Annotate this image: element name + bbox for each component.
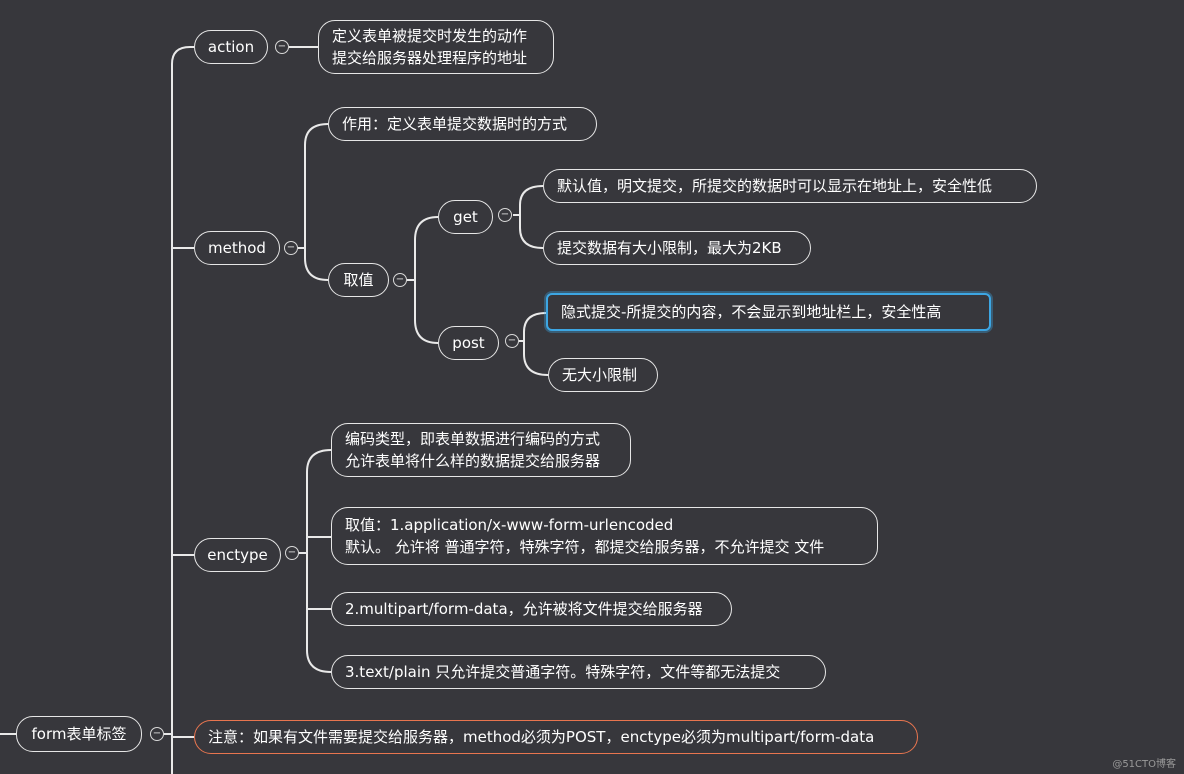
root-label: form表单标签 (31, 725, 127, 743)
post-collapse-icon[interactable]: − (505, 334, 519, 348)
link-trunk-action (171, 46, 194, 65)
enctype-desc-line: 编码类型，即表单数据进行编码的方式 (345, 430, 601, 448)
watermark: @51CTO博客 (1112, 759, 1176, 770)
post-item-implicit[interactable]: 隐式提交-所提交的内容，不会显示到地址栏上，安全性高 (546, 293, 991, 331)
post-item-text: 无大小限制 (562, 366, 638, 384)
note-text: 注意：如果有文件需要提交给服务器，method必须为POST，enctype必须… (208, 728, 875, 746)
get-node[interactable]: get (438, 200, 493, 234)
enctype-value1-line: 默认。 允许将 普通字符，特殊字符，都提交给服务器，不允许提交 文件 (345, 538, 825, 556)
action-description[interactable]: 定义表单被提交时发生的动作 提交给服务器处理程序的地址 (318, 20, 554, 74)
method-node[interactable]: method (194, 231, 280, 265)
note-node[interactable]: 注意：如果有文件需要提交给服务器，method必须为POST，enctype必须… (194, 720, 918, 754)
root-collapse-icon[interactable]: − (150, 727, 164, 741)
method-purpose[interactable]: 作用：定义表单提交数据时的方式 (328, 107, 597, 141)
method-values-label: 取值 (343, 271, 374, 289)
action-collapse-icon[interactable]: − (275, 40, 289, 54)
post-label: post (452, 334, 485, 352)
post-item-text: 隐式提交-所提交的内容，不会显示到地址栏上，安全性高 (561, 303, 942, 321)
enctype-desc-line: 允许表单将什么样的数据提交给服务器 (345, 452, 601, 470)
link-post-branch (523, 312, 549, 376)
get-collapse-icon[interactable]: − (498, 208, 512, 222)
action-desc-line: 提交给服务器处理程序的地址 (332, 49, 528, 67)
method-label: method (208, 239, 266, 257)
enctype-description[interactable]: 编码类型，即表单数据进行编码的方式 允许表单将什么样的数据提交给服务器 (331, 423, 631, 477)
action-desc-line: 定义表单被提交时发生的动作 (332, 27, 528, 45)
link-enctype-branch (306, 449, 332, 673)
get-item-default[interactable]: 默认值，明文提交，所提交的数据时可以显示在地址上，安全性低 (543, 169, 1037, 203)
get-item-text: 默认值，明文提交，所提交的数据时可以显示在地址上，安全性低 (557, 177, 993, 195)
enctype-collapse-icon[interactable]: − (285, 546, 299, 560)
method-collapse-icon[interactable]: − (284, 241, 298, 255)
post-item-unlimited[interactable]: 无大小限制 (548, 358, 658, 392)
action-label: action (207, 38, 255, 56)
enctype-value2-text: 2.multipart/form-data，允许被将文件提交给服务器 (345, 600, 703, 618)
root-node[interactable]: form表单标签 (16, 716, 142, 752)
link-get-branch (519, 185, 544, 249)
enctype-value-urlencoded[interactable]: 取值：1.application/x-www-form-urlencoded 默… (331, 507, 878, 565)
link-values-branch (414, 216, 439, 344)
enctype-value-multipart[interactable]: 2.multipart/form-data，允许被将文件提交给服务器 (331, 592, 732, 626)
method-values-node[interactable]: 取值 (328, 263, 389, 297)
enctype-label: enctype (207, 546, 268, 564)
post-node[interactable]: post (438, 326, 499, 360)
get-label: get (453, 208, 478, 226)
method-purpose-text: 作用：定义表单提交数据时的方式 (342, 115, 568, 133)
method-values-collapse-icon[interactable]: − (393, 273, 407, 287)
get-item-limit[interactable]: 提交数据有大小限制，最大为2KB (543, 231, 811, 265)
enctype-value-textplain[interactable]: 3.text/plain 只允许提交普通字符。特殊字符，文件等都无法提交 (331, 655, 826, 689)
link-method-branch (304, 123, 329, 281)
enctype-node[interactable]: enctype (194, 538, 281, 572)
get-item-text: 提交数据有大小限制，最大为2KB (557, 239, 782, 257)
enctype-value1-line: 取值：1.application/x-www-form-urlencoded (345, 516, 674, 534)
enctype-value3-text: 3.text/plain 只允许提交普通字符。特殊字符，文件等都无法提交 (345, 663, 781, 681)
action-node[interactable]: action (194, 30, 268, 64)
